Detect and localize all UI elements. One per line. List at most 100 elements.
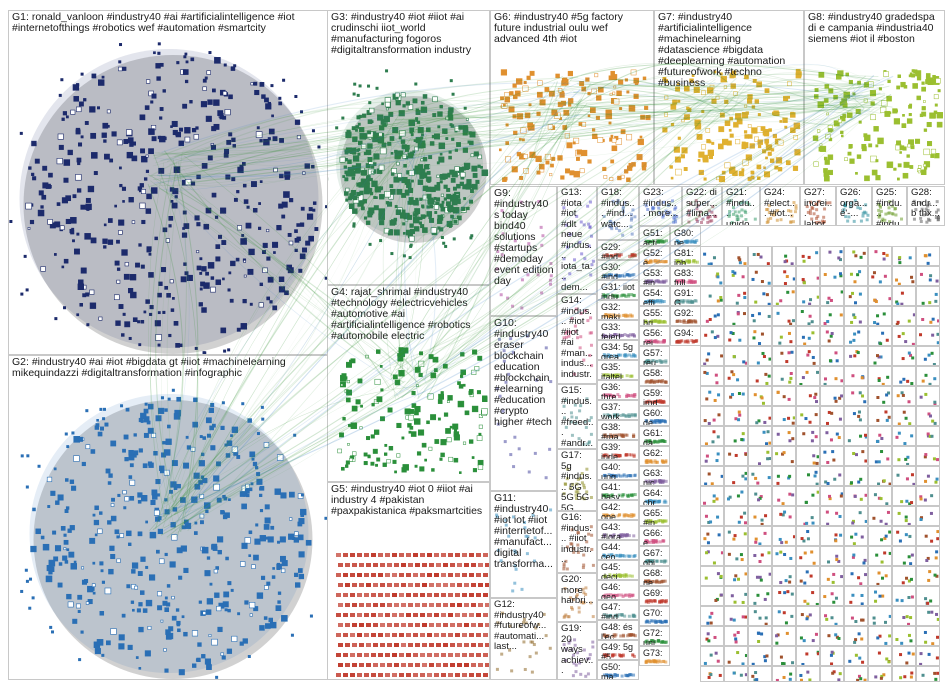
group-tile[interactable]: G37: work insid...: [597, 400, 639, 420]
group-tile-minor-nodes: [776, 311, 795, 325]
group-tile[interactable]: G39: inde... mor...: [597, 440, 639, 460]
group-tile-label: G66: e... ...: [643, 528, 666, 546]
group-tile[interactable]: G83: full...: [670, 266, 701, 286]
group-g16[interactable]: G16: #indus... #iiot industr...: [557, 511, 597, 573]
group-tile[interactable]: G58: ... sw...: [639, 366, 670, 386]
group-tile[interactable]: G42: ope... defi...: [597, 500, 639, 520]
group-tile[interactable]: G32: maki... #ind...: [597, 300, 639, 320]
group-tile[interactable]: G54: effi... ron...: [639, 286, 670, 306]
group-tile[interactable]: G63: nic...: [639, 466, 670, 486]
group-tile[interactable]: G69: ...: [639, 586, 670, 606]
group-tile-minor-nodes: [802, 295, 819, 305]
group-g1[interactable]: G1: ronald_vanloon #industry40 #ai #arti…: [8, 10, 328, 355]
group-tile[interactable]: G33: feierl... eroff...: [597, 320, 639, 340]
group-g8[interactable]: G8: #industry40 gradedspa di e campania …: [804, 10, 945, 185]
group-g10[interactable]: G10: #industry40 eraser blockchain educa…: [490, 316, 557, 491]
group-tile-minor-nodes: [705, 550, 723, 565]
group-g17[interactable]: G17: 5g #indus... 5G 5G 5G 5G: [557, 449, 597, 511]
group-tile[interactable]: G38: #ma... des...: [597, 420, 639, 440]
group-tile[interactable]: G61: da... #in...: [639, 426, 670, 446]
group-tile[interactable]: G80: pe...: [670, 226, 701, 246]
group-tile[interactable]: G36: thre... list...: [597, 380, 639, 400]
group-tile[interactable]: G45: deci... deliv...: [597, 560, 639, 580]
group-tile-label: G91: G...: [674, 288, 697, 306]
group-tile-minor: [796, 466, 820, 486]
group-g25[interactable]: G25: #indu... #indu...: [872, 186, 907, 226]
group-tile-minor: [748, 586, 772, 606]
group-tile-minor: [844, 346, 868, 366]
group-tile[interactable]: G35: italtel industr...: [597, 360, 639, 380]
group-tile-minor-nodes: [919, 332, 939, 345]
group-g14[interactable]: G14: #indus... #iot #iiot #ai #man... in…: [557, 294, 597, 384]
group-tile-label: G43: #lora... #iot...: [601, 522, 629, 540]
group-tile-minor-nodes: [799, 550, 816, 565]
group-tile[interactable]: G94: ...: [670, 326, 701, 346]
group-tile[interactable]: G29: #ind... #ind... #4i...: [597, 240, 639, 260]
group-g6[interactable]: G6: #industry40 #5g factory future indus…: [490, 10, 654, 185]
group-tile-minor-nodes: [732, 671, 747, 677]
group-g5[interactable]: G5: #industry40 #iot 0 #iiot #ai industr…: [327, 482, 490, 680]
group-tile-minor: [868, 446, 892, 466]
group-g11[interactable]: G11: #industry40 #iot iot #iiot #interne…: [490, 491, 557, 598]
group-tile[interactable]: G40: ung... #digi...: [597, 460, 639, 480]
group-tile-minor: [868, 246, 892, 266]
group-tile[interactable]: G66: e... ...: [639, 526, 670, 546]
group-g2[interactable]: G2: #industry40 #ai #iot #bigdata gt #ii…: [8, 355, 328, 680]
group-tile[interactable]: G92: ...: [670, 306, 701, 326]
group-g24[interactable]: G24: #elect... #iot...: [760, 186, 800, 226]
group-tile[interactable]: G52: e per...: [639, 246, 670, 266]
group-tile-minor-nodes: [751, 472, 771, 485]
group-tile[interactable]: G44: ceo thea...: [597, 540, 639, 560]
group-g28[interactable]: G28: andr... b thx...: [907, 186, 945, 226]
group-tile[interactable]: G50: ma... perf...: [597, 660, 639, 680]
group-tile[interactable]: G67: obj...: [639, 546, 670, 566]
group-g9[interactable]: G9: #industry40 s today bind40 solutions…: [490, 186, 557, 316]
group-tile[interactable]: G51: acti... div...: [639, 226, 670, 246]
group-g15[interactable]: G15: #indus... #freed... #andr...: [557, 384, 597, 449]
group-g22[interactable]: G22: di super... #lima...: [682, 186, 722, 226]
group-g12[interactable]: G12: #industry40 #futureofw... #automati…: [490, 598, 557, 680]
group-tile[interactable]: G49: 5g #5...: [597, 640, 639, 660]
group-tile[interactable]: G64: chr...: [639, 486, 670, 506]
group-tile[interactable]: G41: basy... des...: [597, 480, 639, 500]
group-tile[interactable]: G62: ...: [639, 446, 670, 466]
group-tile[interactable]: G70: ...: [639, 606, 670, 626]
group-tile[interactable]: G72: uni...: [639, 626, 670, 646]
group-tile[interactable]: G65: #in...: [639, 506, 670, 526]
group-tile[interactable]: G53: #in... ma...: [639, 266, 670, 286]
group-tile[interactable]: G73: ...: [639, 646, 670, 666]
group-tile[interactable]: G43: #lora... #iot...: [597, 520, 639, 540]
group-g27[interactable]: G27: increi... labor...: [800, 186, 836, 226]
group-tile[interactable]: G47: #ind... #4i...: [597, 600, 639, 620]
group-g24-label: G24: #elect... #iot...: [764, 187, 795, 219]
group-tile[interactable]: G48: és l'ec...: [597, 620, 639, 640]
group-tile-minor: [868, 546, 892, 566]
group-tile[interactable]: G57: reu... diff...: [639, 346, 670, 366]
group-tile[interactable]: G30: #ind... watc...: [597, 260, 639, 280]
group-tile-minor-nodes: [873, 312, 886, 325]
group-g23[interactable]: G23: #indus... more...: [639, 186, 682, 226]
group-tile-minor-nodes: [874, 673, 886, 680]
group-g13[interactable]: G13: #iota #iot #dlt neue #indus... iota…: [557, 186, 597, 294]
group-tile[interactable]: G31: iiot indu...: [597, 280, 639, 300]
group-g4[interactable]: G4: rajat_shrimal #industry40 #technolog…: [327, 285, 490, 482]
group-tile[interactable]: G68: ne...: [639, 566, 670, 586]
group-tile[interactable]: G46: geo... way...: [597, 580, 639, 600]
group-tile[interactable]: G60: de... ne...: [639, 406, 670, 426]
group-g18[interactable]: G18: #indus... #ind... watc...: [597, 186, 639, 240]
group-g20[interactable]: G20: more harbri...: [557, 573, 597, 622]
group-g21[interactable]: G21: #indu... unido...: [722, 186, 760, 226]
group-tile[interactable]: G81: job...: [670, 246, 701, 266]
group-tile[interactable]: G59: imd...: [639, 386, 670, 406]
group-tile[interactable]: G91: G...: [670, 286, 701, 306]
group-g26[interactable]: G26: orga... ë'-...: [836, 186, 872, 226]
group-tile-minor: [748, 446, 772, 466]
group-tile-minor-nodes: [875, 551, 891, 564]
group-tile[interactable]: G56: rei... reu...: [639, 326, 670, 346]
group-tile-minor: [748, 526, 772, 546]
group-g7[interactable]: G7: #industry40 #artificialintelligence …: [654, 10, 804, 185]
group-g3[interactable]: G3: #industry40 #iot #iiot #ai crudinsch…: [327, 10, 490, 285]
group-tile[interactable]: G34: 5g grea...: [597, 340, 639, 360]
group-tile[interactable]: G55: bri... indu...: [639, 306, 670, 326]
group-g19[interactable]: G19: 20 ways achiev...: [557, 622, 597, 680]
